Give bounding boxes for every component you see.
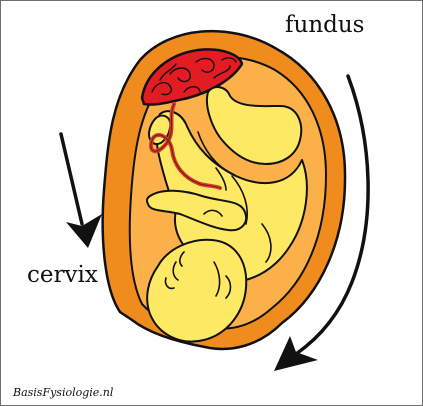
fetus-arm — [145, 189, 247, 232]
fetus-face — [164, 251, 232, 299]
placenta — [140, 48, 244, 106]
fetus-body-lines — [197, 131, 272, 263]
fetus-leg — [206, 86, 303, 165]
fundus-arrow — [274, 74, 370, 371]
cervix-arrow-shaft — [59, 132, 84, 226]
fetus-head — [146, 238, 248, 343]
umbilical-cord-outline — [150, 103, 221, 189]
cervix-arrow — [59, 132, 102, 248]
cervix-label: cervix — [27, 262, 98, 288]
fetus-hand — [203, 209, 223, 217]
fundus-arrow-shaft — [294, 74, 370, 356]
placenta-vessels — [151, 57, 237, 96]
credit-label: BasisFysiologie.nl — [13, 386, 114, 399]
fundus-label: fundus — [285, 12, 365, 38]
fundus-arrow-head — [274, 336, 318, 371]
cervix-arrow-head — [66, 214, 102, 248]
